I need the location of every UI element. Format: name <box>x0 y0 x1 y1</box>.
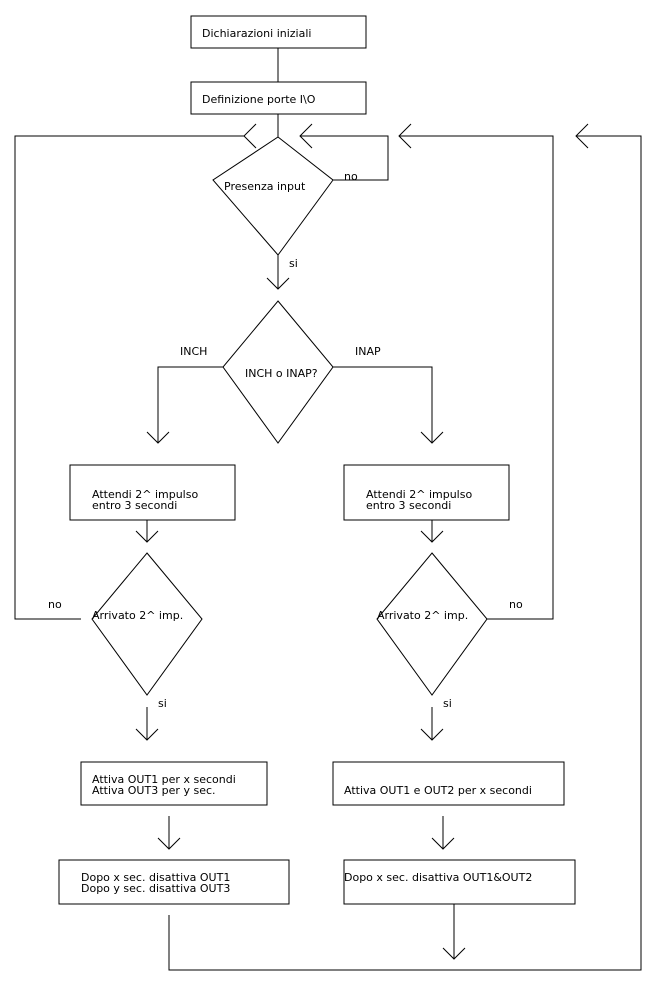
arrowhead-si-left <box>135 728 159 741</box>
box-activate-left <box>80 761 268 806</box>
arrowhead-deactivate-right <box>442 947 466 960</box>
decision-arrived-left <box>91 552 203 696</box>
label-si-input: si <box>289 257 298 270</box>
box-initial-declarations <box>190 15 367 49</box>
label-inap: INAP <box>355 345 381 358</box>
decision-arrived-left-text: Arrivato 2^ imp. <box>92 609 183 622</box>
decision-arrived-right <box>376 552 488 696</box>
label-si-right: si <box>443 697 452 710</box>
box-deactivate-left <box>58 859 290 905</box>
arrowhead-si-input <box>266 277 290 290</box>
label-si-left: si <box>158 697 167 710</box>
connector-no-right-loop <box>399 135 554 620</box>
box-deactivate-right-text: Dopo x sec. disattiva OUT1&OUT2 <box>344 871 532 884</box>
decision-inch-inap-text: INCH o INAP? <box>245 367 318 380</box>
box-initial-declarations-text: Dichiarazioni iniziali <box>202 27 311 40</box>
decision-inch-inap <box>222 300 334 444</box>
decision-arrived-right-text: Arrivato 2^ imp. <box>377 609 468 622</box>
box-port-definition-text: Definizione porte I\O <box>202 93 316 106</box>
decision-input-presence <box>212 136 334 256</box>
box-wait-right-line2: entro 3 secondi <box>366 499 451 512</box>
box-deactivate-right <box>343 859 576 905</box>
arrowhead-inap <box>420 431 444 444</box>
box-wait-right-line1: Attendi 2^ impulso <box>366 488 472 501</box>
arrowhead-inch <box>146 431 170 444</box>
box-activate-left-line2: Attiva OUT3 per y sec. <box>92 784 216 797</box>
label-no-right: no <box>509 598 523 611</box>
box-wait-left-line1: Attendi 2^ impulso <box>92 488 198 501</box>
connector-no-input-loop <box>300 135 389 181</box>
box-port-definition <box>190 81 367 115</box>
arrowhead-wait-left <box>135 530 159 543</box>
connector-inap <box>333 366 433 443</box>
arrowhead-return-left <box>243 123 257 149</box>
box-wait-right <box>343 464 510 521</box>
arrowhead-activate-right <box>431 837 455 850</box>
box-activate-right-text: Attiva OUT1 e OUT2 per x secondi <box>344 784 532 797</box>
decision-input-presence-text: Presenza input <box>224 180 306 193</box>
connector-final-loop <box>168 135 642 971</box>
arrowhead-activate-left <box>157 837 181 850</box>
arrowhead-si-right <box>420 728 444 741</box>
box-wait-left-line2: entro 3 secondi <box>92 499 177 512</box>
label-inch: INCH <box>180 345 207 358</box>
box-deactivate-left-line1: Dopo x sec. disattiva OUT1 <box>81 871 230 884</box>
box-activate-left-line1: Attiva OUT1 per x secondi <box>92 773 236 786</box>
connector-no-left-loop <box>14 135 244 620</box>
box-deactivate-left-line2: Dopo y sec. disattiva OUT3 <box>81 882 230 895</box>
label-no-input: no <box>344 170 358 183</box>
connector-inch <box>157 366 223 443</box>
box-activate-right <box>332 761 565 806</box>
label-no-left: no <box>48 598 62 611</box>
arrowhead-wait-right <box>420 530 444 543</box>
box-wait-left <box>69 464 236 521</box>
